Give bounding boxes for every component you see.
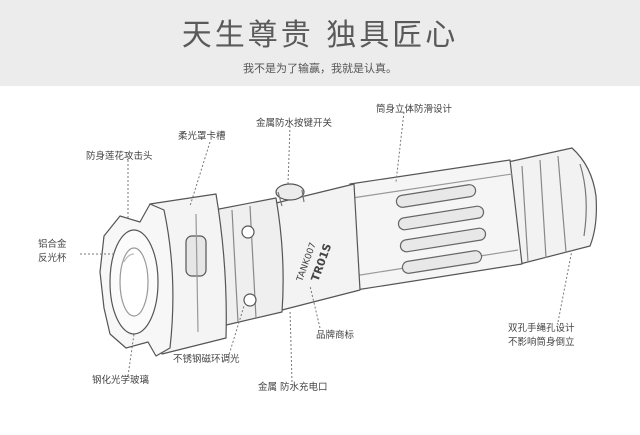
tail-cap	[507, 147, 597, 265]
leader-anti-slip	[395, 111, 405, 183]
callout-brand-logo: 品牌商标	[316, 330, 355, 341]
callout-dual-hole-line2: 不影响筒身倒立	[508, 337, 575, 348]
callout-anti-slip: 筒身立体防滑设计	[376, 104, 453, 115]
callout-dual-hole-line1: 双孔手绳孔设计	[508, 323, 575, 334]
leader-switch	[287, 125, 291, 185]
callout-dual-hole: 双孔手绳孔设计 不影响筒身倒立	[508, 322, 608, 350]
leader-glass	[127, 333, 135, 377]
header-banner: 天生尊贵 独具匠心 我不是为了输赢，我就是认真。	[0, 0, 640, 86]
callout-reflector-line2: 反光杯	[38, 253, 67, 264]
callout-metal-port: 金属 防水充电口	[258, 382, 328, 393]
callout-soft-light-cover: 柔光罩卡槽	[178, 131, 226, 142]
leader-stainless	[227, 305, 245, 359]
callout-metal-switch: 金属防水按键开关	[256, 118, 333, 129]
callout-reflector: 铝合金 反光杯	[38, 238, 78, 266]
leader-soft-light	[189, 141, 211, 207]
leader-brand	[309, 285, 321, 329]
callout-stainless-ring: 不锈钢磁环调光	[173, 354, 240, 365]
callout-tempered-glass: 钢化光学玻璃	[92, 375, 150, 386]
page-title: 天生尊贵 独具匠心	[181, 18, 459, 53]
page-subtitle: 我不是为了输赢，我就是认真。	[243, 62, 397, 75]
callout-tactical-head: 防身莲花攻击头	[86, 151, 153, 162]
switch-button	[275, 183, 305, 201]
callout-reflector-line1: 铝合金	[38, 239, 67, 250]
flashlight-illustration: TANK007 TR01S	[80, 111, 597, 383]
leader-port	[289, 309, 293, 383]
leader-dual-hole	[557, 249, 573, 323]
